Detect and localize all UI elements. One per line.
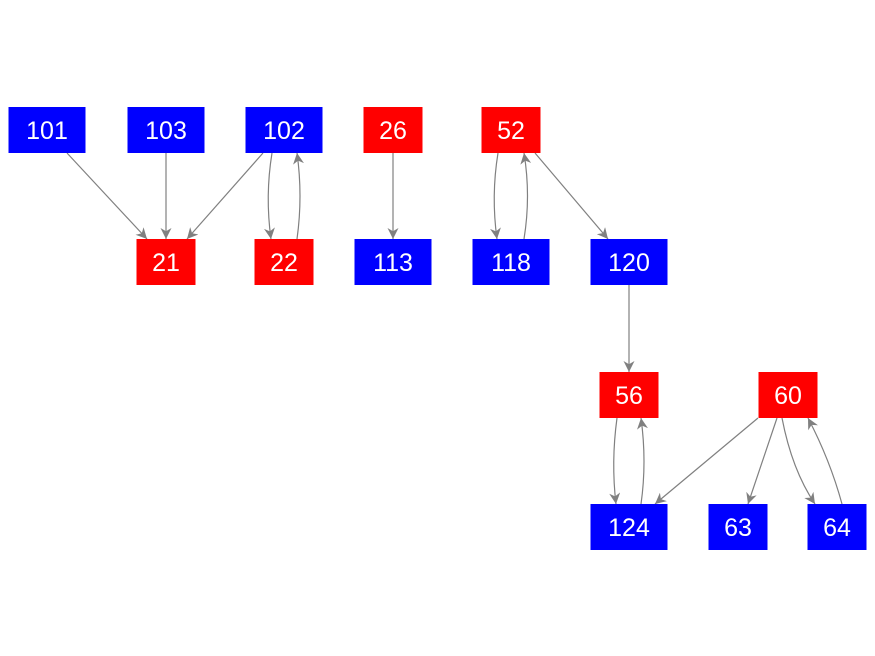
node-64[interactable]: 64 [807,504,867,550]
node-box [708,504,768,550]
node-label: 26 [379,117,407,145]
node-label: 118 [491,249,531,277]
edge-60-to-63 [746,417,778,505]
node-label: 103 [145,117,187,145]
node-box [472,239,550,285]
node-120[interactable]: 120 [590,239,668,285]
nodes-layer: 101 103 102 26 52 21 22 113 118 120 56 60 124 63 64 [8,107,867,550]
node-101[interactable]: 101 [8,107,86,153]
node-21[interactable]: 21 [136,239,196,285]
node-60[interactable]: 60 [758,372,818,418]
edge-52-to-120 [534,152,609,240]
edge-124-to-56 [637,417,648,505]
node-56[interactable]: 56 [599,372,659,418]
node-label: 21 [152,249,180,277]
node-102[interactable]: 102 [245,107,323,153]
node-103[interactable]: 103 [127,107,205,153]
node-label: 60 [774,382,802,410]
node-label: 113 [373,249,413,277]
node-box [481,107,541,153]
node-box [758,372,818,418]
edge-101-to-21 [66,152,148,240]
node-label: 101 [26,117,68,145]
node-label: 52 [497,117,525,145]
node-118[interactable]: 118 [472,239,550,285]
node-box [354,239,432,285]
node-label: 22 [270,249,298,277]
edge-60-to-64 [781,417,816,505]
node-box [254,239,314,285]
node-63[interactable]: 63 [708,504,768,550]
edge-60-to-124 [654,417,759,505]
node-26[interactable]: 26 [363,107,423,153]
edges-layer [66,152,843,505]
edge-102-to-21 [186,152,264,240]
node-box [363,107,423,153]
node-box [590,239,668,285]
node-52[interactable]: 52 [481,107,541,153]
node-22[interactable]: 22 [254,239,314,285]
node-113[interactable]: 113 [354,239,432,285]
edge-22-to-102 [293,152,304,240]
node-label: 120 [608,249,650,277]
node-box [245,107,323,153]
node-124[interactable]: 124 [590,504,668,550]
edge-118-to-52 [520,152,532,240]
node-label: 63 [724,514,752,542]
edge-102-to-22 [264,152,275,240]
node-label: 124 [608,514,650,542]
node-label: 56 [615,382,643,410]
node-box [8,107,86,153]
node-box [807,504,867,550]
node-box [127,107,205,153]
edge-64-to-60 [807,417,843,505]
node-label: 64 [823,514,851,542]
node-label: 102 [263,117,305,145]
edge-52-to-118 [490,152,501,240]
node-box [136,239,196,285]
node-box [590,504,668,550]
edge-56-to-124 [609,417,621,505]
node-box [599,372,659,418]
